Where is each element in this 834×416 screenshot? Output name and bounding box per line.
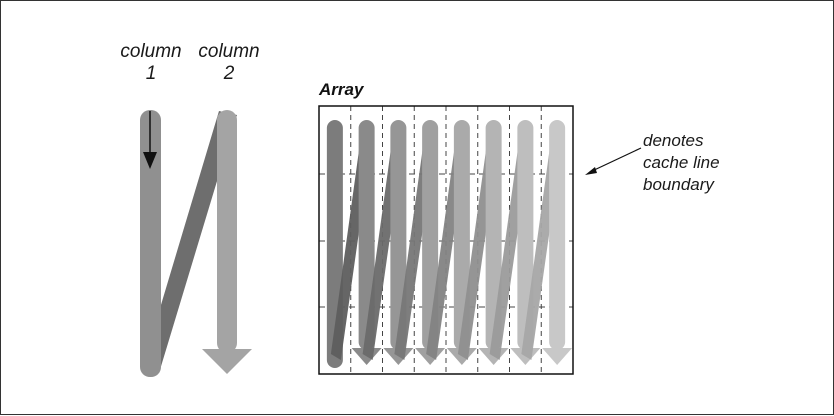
column-1-label: column 1 bbox=[111, 41, 191, 85]
array-title: Array bbox=[319, 80, 364, 99]
column-1-label-line1: column bbox=[120, 41, 182, 62]
array-column-bar bbox=[517, 120, 534, 350]
note-line2: cache line bbox=[643, 153, 720, 172]
column-2-bar bbox=[217, 110, 237, 353]
array-column-arrow-head bbox=[415, 348, 446, 365]
array-column-arrow-head bbox=[542, 348, 573, 365]
array-column-bar bbox=[422, 120, 439, 350]
array-border bbox=[318, 105, 574, 375]
column-2-arrow-head bbox=[202, 349, 252, 374]
array-column-bar bbox=[453, 120, 470, 350]
note-pointer-line bbox=[589, 147, 642, 173]
array-column-bar bbox=[485, 120, 502, 350]
array-column-arrow-head bbox=[478, 348, 509, 365]
cache-line-note: denotes cache line boundary bbox=[643, 130, 753, 196]
array-column-arrow-head bbox=[446, 348, 477, 365]
column-2-label: column 2 bbox=[189, 41, 269, 85]
note-line1: denotes bbox=[643, 131, 704, 150]
array-illustration bbox=[318, 105, 574, 375]
array-column-arrow-head bbox=[351, 348, 382, 365]
array-column-bar bbox=[358, 120, 375, 350]
left-illustration bbox=[140, 110, 252, 377]
diagonal-jump bbox=[143, 111, 237, 373]
array-column-arrow-head bbox=[383, 348, 414, 365]
column-1-label-line2: 1 bbox=[145, 63, 157, 84]
array-column-arrow-head bbox=[510, 348, 541, 365]
array-column-bar bbox=[390, 120, 407, 350]
column-2-label-line1: column bbox=[198, 41, 260, 62]
column-1-bar bbox=[140, 110, 161, 377]
note-pointer-head bbox=[585, 167, 597, 175]
column-1-arrow-head bbox=[143, 152, 157, 169]
column-2-label-line2: 2 bbox=[223, 63, 235, 84]
note-line3: boundary bbox=[643, 175, 714, 194]
array-column-bar bbox=[549, 120, 566, 350]
